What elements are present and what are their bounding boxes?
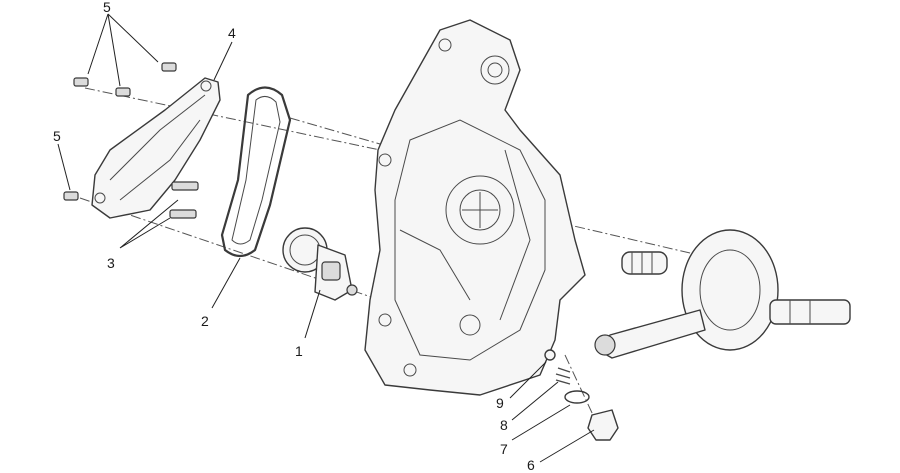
oil-pump bbox=[282, 227, 358, 301]
callout-8: 8 bbox=[500, 417, 508, 433]
relief-valve-parts bbox=[544, 349, 619, 441]
drive-chain bbox=[220, 86, 292, 258]
leader-lines bbox=[57, 13, 595, 463]
chain-cover bbox=[91, 77, 221, 219]
callout-2: 2 bbox=[201, 313, 209, 329]
callout-9: 9 bbox=[496, 395, 504, 411]
callout-5-top: 5 bbox=[103, 0, 111, 15]
callout-1: 1 bbox=[295, 343, 303, 359]
callout-5-left: 5 bbox=[53, 128, 61, 144]
callout-3: 3 bbox=[107, 255, 115, 271]
screws bbox=[63, 62, 199, 219]
callout-7: 7 bbox=[500, 441, 508, 457]
callout-4: 4 bbox=[228, 25, 236, 41]
crankcase-cover bbox=[364, 19, 586, 396]
callout-labels: 5 4 5 3 2 1 9 8 7 6 bbox=[53, 0, 535, 473]
crankshaft bbox=[594, 229, 851, 359]
callout-6: 6 bbox=[527, 457, 535, 473]
